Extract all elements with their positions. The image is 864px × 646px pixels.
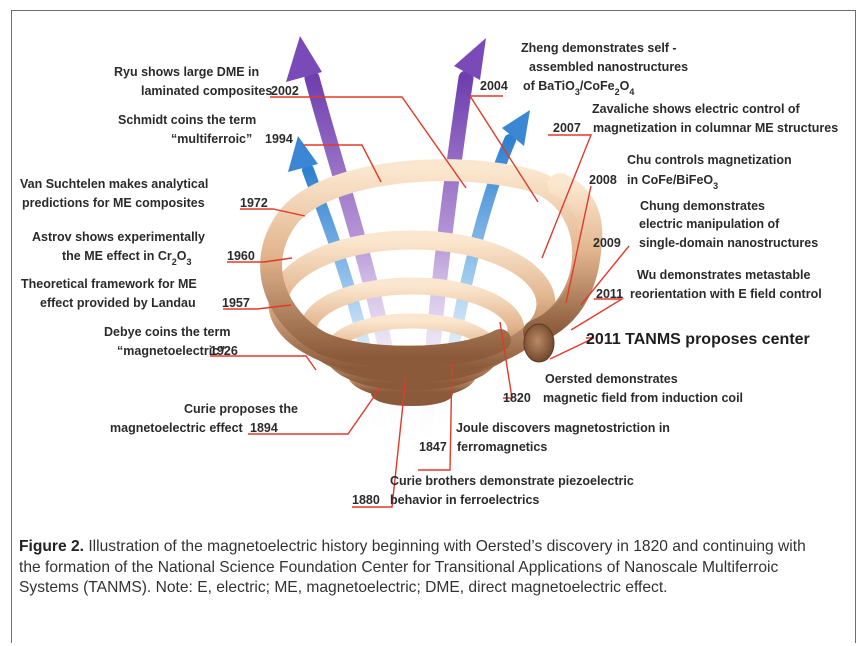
- figure-frame: [11, 10, 856, 643]
- label-ryu-2002: Ryu shows large DME in laminated composi…: [114, 65, 299, 98]
- label-landau-line2: effect provided by Landau: [40, 296, 196, 310]
- label-zavaliche-year: 2007: [553, 121, 581, 135]
- blue-arrowhead-right: [502, 110, 530, 146]
- timeline-labels: Zheng demonstrates self - assembled nano…: [20, 41, 838, 507]
- coil-tail: [523, 173, 603, 344]
- label-chu-line1: Chu controls magnetization: [627, 153, 792, 167]
- magnetoelectric-history-diagram: Zheng demonstrates self - assembled nano…: [20, 36, 838, 508]
- label-zheng-line3: of BaTiO3/CoFe2O4: [523, 79, 634, 97]
- caption-title: Figure 2.: [19, 538, 84, 555]
- label-joule-line2: ferromagnetics: [457, 440, 547, 454]
- label-oersted-line1: Oersted demonstrates: [545, 372, 678, 386]
- label-zheng-2004: Zheng demonstrates self - assembled nano…: [480, 41, 688, 97]
- label-oersted-line2: magnetic field from induction coil: [543, 391, 743, 405]
- caption-text: Illustration of the magnetoelectric hist…: [19, 538, 806, 596]
- label-vansuchtelen-line2: predictions for ME composites: [22, 196, 205, 210]
- label-tanms-2011: 2011 TANMS proposes center: [586, 331, 810, 348]
- label-wu-year: 2011: [596, 287, 623, 301]
- label-schmidt-line2: “multiferroic”: [171, 132, 252, 146]
- label-landau-year: 1957: [222, 296, 250, 310]
- label-oersted-year: 1820: [503, 391, 531, 405]
- label-joule-line1: Joule discovers magnetostriction in: [456, 421, 670, 435]
- label-curie-year: 1894: [250, 421, 278, 435]
- label-chung-2009: Chung demonstrates electric manipulation…: [593, 199, 818, 250]
- label-chung-line3: single-domain nanostructures: [639, 236, 818, 250]
- label-debye-1926: Debye coins the term “magnetoelectric” 1…: [104, 325, 238, 358]
- label-curie-line2: magnetoelectric effect: [110, 421, 244, 435]
- label-zheng-year: 2004: [480, 79, 508, 93]
- label-van-suchtelen-1972: Van Suchtelen makes analytical predictio…: [20, 177, 268, 210]
- label-ryu-year: 2002: [271, 84, 299, 98]
- label-schmidt-1994: Schmidt coins the term “multiferroic” 19…: [118, 113, 293, 146]
- label-chu-year: 2008: [589, 173, 617, 187]
- leader-lines: [210, 95, 630, 508]
- label-chu-line2: in CoFe/BiFeO3: [627, 173, 718, 191]
- label-curie-1894: Curie proposes the magnetoelectric effec…: [110, 402, 298, 435]
- label-oersted-1820: Oersted demonstrates 1820 magnetic field…: [503, 372, 743, 405]
- label-astrov-line2: the ME effect in Cr2O3: [62, 249, 192, 267]
- label-curie-brothers-1880: Curie brothers demonstrate piezoelectric…: [352, 474, 634, 507]
- label-schmidt-year: 1994: [265, 132, 293, 146]
- label-astrov-line1: Astrov shows experimentally: [32, 230, 205, 244]
- label-debye-line2: “magnetoelectric”: [117, 344, 225, 358]
- label-landau-1957: Theoretical framework for ME effect prov…: [21, 277, 250, 310]
- label-vansuchtelen-year: 1972: [240, 196, 268, 210]
- label-wu-line1: Wu demonstrates metastable: [637, 268, 810, 282]
- copper-spiral-coil: [260, 159, 603, 406]
- figure-caption: Figure 2. Illustration of the magnetoele…: [19, 537, 831, 599]
- label-chung-line2: electric manipulation of: [639, 217, 780, 231]
- purple-arrowhead-right: [454, 38, 486, 80]
- label-joule-year: 1847: [419, 440, 447, 454]
- label-zavaliche-line2: magnetization in columnar ME structures: [593, 121, 838, 135]
- label-astrov-1960: Astrov shows experimentally the ME effec…: [32, 230, 255, 267]
- label-curiebros-year: 1880: [352, 493, 380, 507]
- label-ryu-line2: laminated composites: [141, 84, 272, 98]
- label-joule-1847: Joule discovers magnetostriction in 1847…: [419, 421, 670, 454]
- label-ryu-line1: Ryu shows large DME in: [114, 65, 259, 79]
- label-zavaliche-line1: Zavaliche shows electric control of: [592, 102, 801, 116]
- label-curiebros-line2: behavior in ferroelectrics: [390, 493, 539, 507]
- label-curie-line1: Curie proposes the: [184, 402, 298, 416]
- label-curiebros-line1: Curie brothers demonstrate piezoelectric: [390, 474, 634, 488]
- blue-arrowhead-left: [288, 136, 318, 172]
- label-zheng-line1: Zheng demonstrates self -: [521, 41, 677, 55]
- label-chung-year: 2009: [593, 236, 621, 250]
- label-zheng-line2: assembled nanostructures: [529, 60, 688, 74]
- label-chung-line1: Chung demonstrates: [640, 199, 765, 213]
- label-debye-line1: Debye coins the term: [104, 325, 230, 339]
- label-zavaliche-2007: Zavaliche shows electric control of 2007…: [553, 102, 838, 135]
- label-schmidt-line1: Schmidt coins the term: [118, 113, 256, 127]
- label-vansuchtelen-line1: Van Suchtelen makes analytical: [20, 177, 208, 191]
- label-astrov-year: 1960: [227, 249, 255, 263]
- label-debye-year: 1926: [210, 344, 238, 358]
- label-chu-2008: Chu controls magnetization 2008 in CoFe/…: [589, 153, 792, 191]
- label-landau-line1: Theoretical framework for ME: [21, 277, 197, 291]
- purple-arrowhead-left: [286, 36, 322, 82]
- coil-end-cap: [523, 323, 555, 363]
- label-wu-line2: reorientation with E field control: [630, 287, 822, 301]
- label-wu-2011: Wu demonstrates metastable 2011 reorient…: [596, 268, 822, 301]
